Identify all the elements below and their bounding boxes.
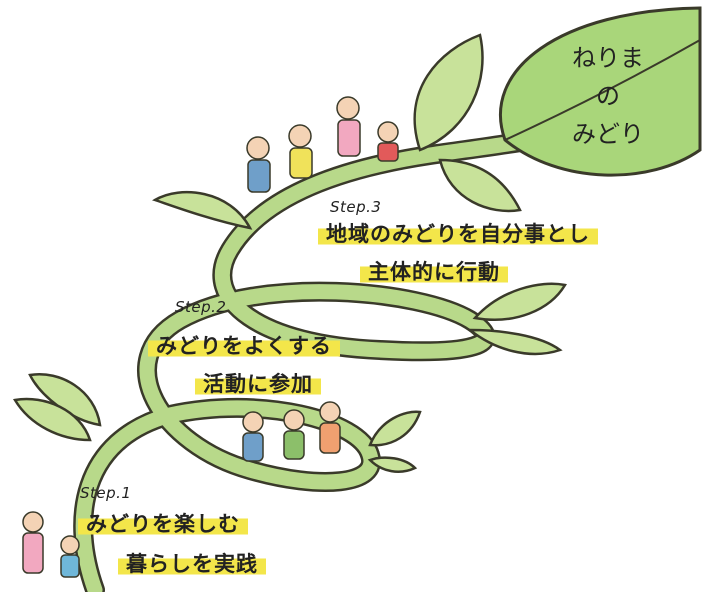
parent-child-bottom	[22, 511, 80, 578]
leaf	[472, 282, 567, 321]
leaf	[438, 158, 522, 213]
step-2-line-2: 活動に参加	[195, 368, 321, 398]
step-1-line-2: 暮らしを実践	[118, 548, 266, 578]
leaf	[12, 397, 92, 442]
step-3-line-2: 主体的に行動	[360, 256, 508, 286]
small-leaves	[12, 33, 567, 473]
step-3-line-1: 地域のみどりを自分事とし	[318, 218, 598, 248]
leaf	[466, 328, 563, 356]
leaf	[367, 456, 418, 473]
step-2-label: Step.2	[175, 298, 227, 316]
children-on-stem-top	[246, 96, 399, 193]
step-1-label: Step.1	[80, 484, 132, 502]
title-line-3: みどり	[572, 120, 644, 148]
leaf	[368, 410, 422, 447]
step-3-label: Step.3	[330, 198, 382, 216]
children-walking-group	[242, 401, 341, 462]
leaf	[152, 190, 253, 230]
step-1-line-1: みどりを楽しむ	[78, 508, 248, 538]
big-leaf	[498, 6, 702, 177]
title-line-1: ねりま	[572, 44, 644, 72]
leaf	[413, 33, 484, 152]
step-2-line-1: みどりをよくする	[148, 330, 340, 360]
title-line-2: の	[596, 82, 620, 110]
